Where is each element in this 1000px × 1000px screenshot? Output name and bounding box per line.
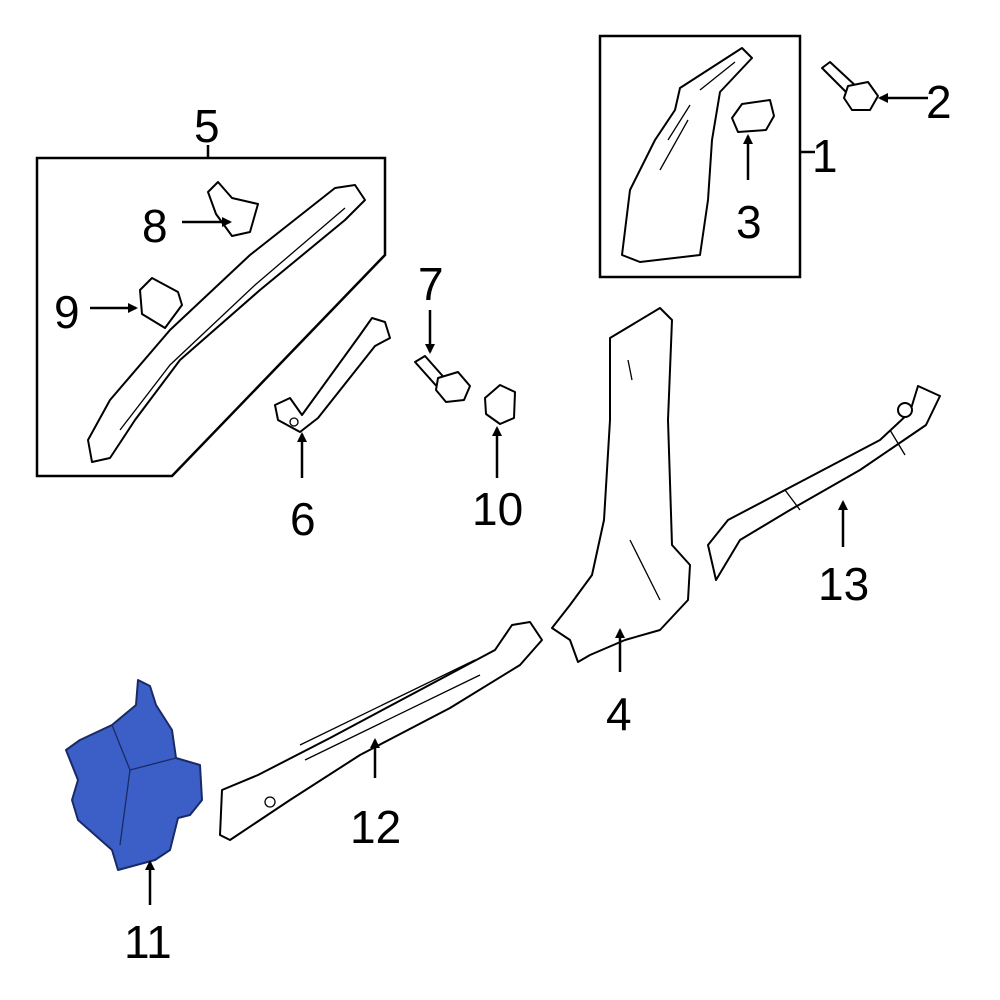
part-1-pillar-trim[interactable] [621, 47, 753, 263]
group-box-5 [35, 156, 387, 478]
leader-arrows [90, 93, 928, 905]
callout-1: 1 [812, 130, 838, 182]
group-box-1 [598, 34, 802, 279]
part-2-bolt[interactable] [821, 61, 879, 111]
callout-6: 6 [290, 493, 316, 545]
callout-10: 10 [472, 483, 523, 535]
callout-11: 11 [124, 916, 172, 968]
part-4-b-pillar-trim[interactable] [551, 307, 691, 663]
callout-13: 13 [818, 558, 869, 610]
callout-7: 7 [418, 258, 444, 310]
part-7-bolt[interactable] [414, 355, 471, 403]
part-8-clip[interactable] [207, 181, 259, 237]
callout-8: 8 [142, 200, 168, 252]
callout-12: 12 [350, 801, 401, 853]
part-5-pillar-garnish[interactable] [87, 184, 366, 463]
part-11-kick-panel[interactable] [65, 679, 203, 871]
part-10-clip[interactable] [484, 384, 516, 425]
callout-2: 2 [926, 76, 952, 128]
callout-9: 9 [54, 286, 80, 338]
part-12-scuff-plate[interactable] [219, 621, 543, 841]
callout-5: 5 [194, 100, 220, 152]
part-9-clip[interactable] [139, 277, 183, 329]
callout-3: 3 [736, 196, 762, 248]
part-6-grab-handle[interactable] [274, 317, 391, 433]
callout-4: 4 [606, 688, 632, 740]
part-13-scuff-plate[interactable] [707, 385, 941, 581]
part-3-clip[interactable] [731, 99, 775, 133]
